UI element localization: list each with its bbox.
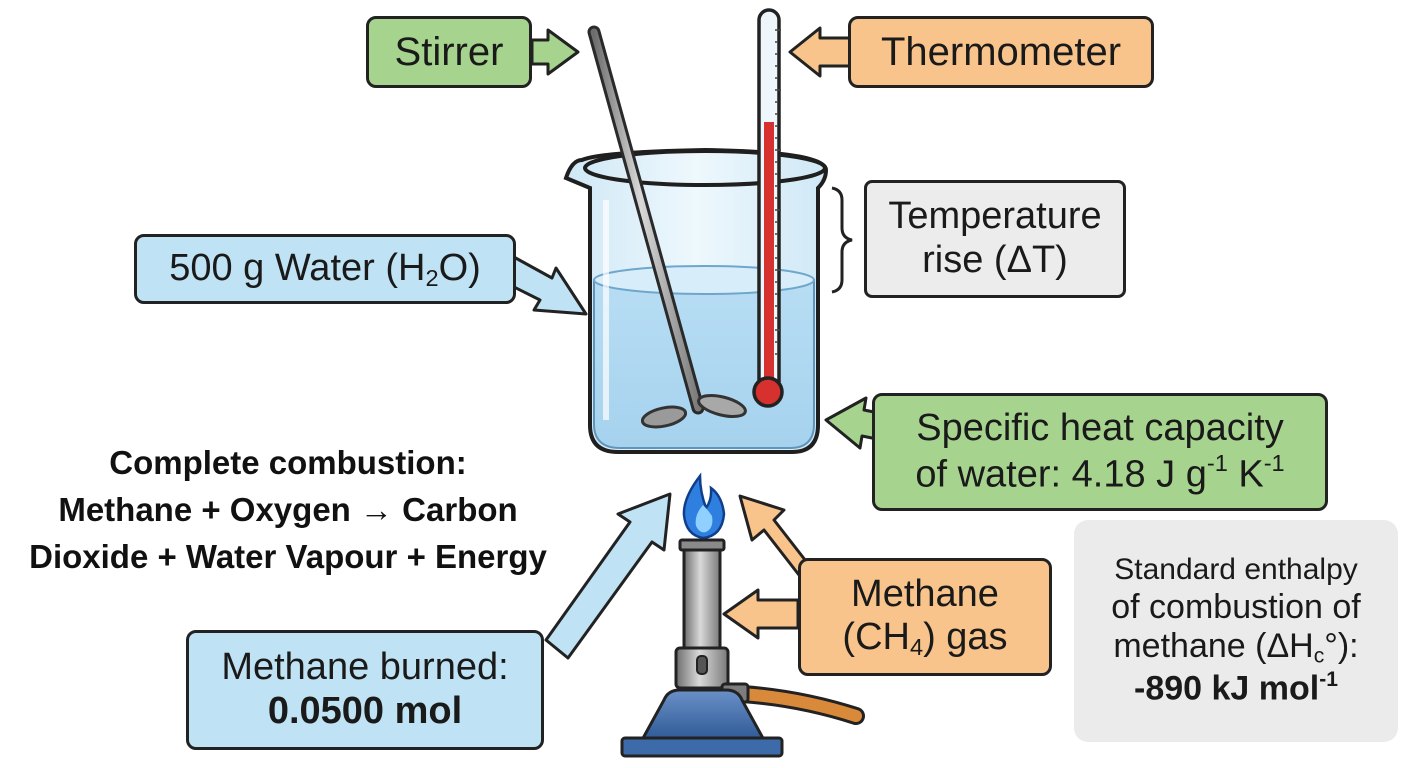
methane-burned-line2: 0.0500 mol xyxy=(267,690,463,732)
specific-heat-line2: of water: 4.18 J g-1 K-1 xyxy=(915,450,1284,497)
water-fill xyxy=(593,270,815,449)
methane-gas-line1: Methane xyxy=(851,572,999,615)
methane-gas-line2: (CH4) gas xyxy=(842,616,1007,661)
temperature-rise-line2: rise (ΔT) xyxy=(922,239,1068,281)
water-text-pre: 500 g Water (H xyxy=(169,246,426,289)
combustion-note-line1: Complete combustion: xyxy=(109,444,467,481)
specific-heat-line2-pre: of water: 4.18 J g xyxy=(915,453,1207,496)
specific-heat-line1: Specific heat capacity xyxy=(916,406,1284,449)
methane-burned-line1: Methane burned: xyxy=(221,646,509,689)
stirrer-text: Stirrer xyxy=(394,30,504,74)
thermometer xyxy=(752,8,784,408)
water-text: 500 g Water (H2O) xyxy=(169,247,481,292)
water-text-post: O) xyxy=(438,246,481,289)
enthalpy-line1: Standard enthalpy xyxy=(1114,553,1358,587)
combustion-note-line3: Dioxide + Water Vapour + Energy xyxy=(29,537,547,575)
methane-burned-label: Methane burned: 0.0500 mol xyxy=(186,630,544,750)
methane-burned-arrow xyxy=(544,492,672,660)
enthalpy-value-sup: -1 xyxy=(1319,668,1338,692)
methane-gas-subscript: 4 xyxy=(909,634,924,661)
methane-gas-label: Methane (CH4) gas xyxy=(798,558,1052,676)
temperature-rise-bracket xyxy=(831,186,853,294)
stirrer-label: Stirrer xyxy=(366,16,532,88)
thermometer-text: Thermometer xyxy=(880,30,1122,74)
thermometer-label: Thermometer xyxy=(848,16,1154,88)
stirrer-arrow xyxy=(530,28,580,76)
enthalpy-value-pre: -890 kJ mol xyxy=(1134,669,1320,708)
enthalpy-line3-pre: methane (ΔH xyxy=(1113,626,1314,665)
bunsen-burner xyxy=(620,538,865,758)
methane-gas-burner-arrow xyxy=(722,588,800,640)
water-label: 500 g Water (H2O) xyxy=(134,234,516,304)
methane-gas-line2-pre: (CH xyxy=(842,616,910,659)
enthalpy-line3-post: °): xyxy=(1324,626,1359,665)
stirrer-rod xyxy=(587,25,747,429)
temperature-rise-label: Temperature rise (ΔT) xyxy=(864,180,1126,298)
temperature-rise-line1: Temperature xyxy=(888,195,1102,238)
enthalpy-value: -890 kJ mol-1 xyxy=(1134,668,1338,709)
enthalpy-line2: of combustion of xyxy=(1111,587,1361,626)
water-subscript: 2 xyxy=(425,264,439,291)
enthalpy-line3: methane (ΔHc°): xyxy=(1113,627,1358,669)
enthalpy-label: Standard enthalpy of combustion of metha… xyxy=(1074,520,1398,742)
thermometer-liquid xyxy=(764,122,774,384)
combustion-note-line2: Methane + Oxygen → Carbon xyxy=(58,490,518,528)
specific-heat-label: Specific heat capacity of water: 4.18 J … xyxy=(872,393,1328,511)
combustion-note: Complete combustion: Methane + Oxygen → … xyxy=(8,440,568,581)
specific-heat-sup2: -1 xyxy=(1263,450,1285,477)
thermometer-bulb xyxy=(752,376,784,408)
specific-heat-mid: K xyxy=(1227,453,1264,496)
specific-heat-sup1: -1 xyxy=(1206,450,1228,477)
flame-icon xyxy=(682,472,726,540)
enthalpy-subscript: c xyxy=(1313,643,1325,667)
thermometer-arrow xyxy=(788,26,852,78)
methane-gas-line2-post: ) gas xyxy=(923,616,1008,659)
